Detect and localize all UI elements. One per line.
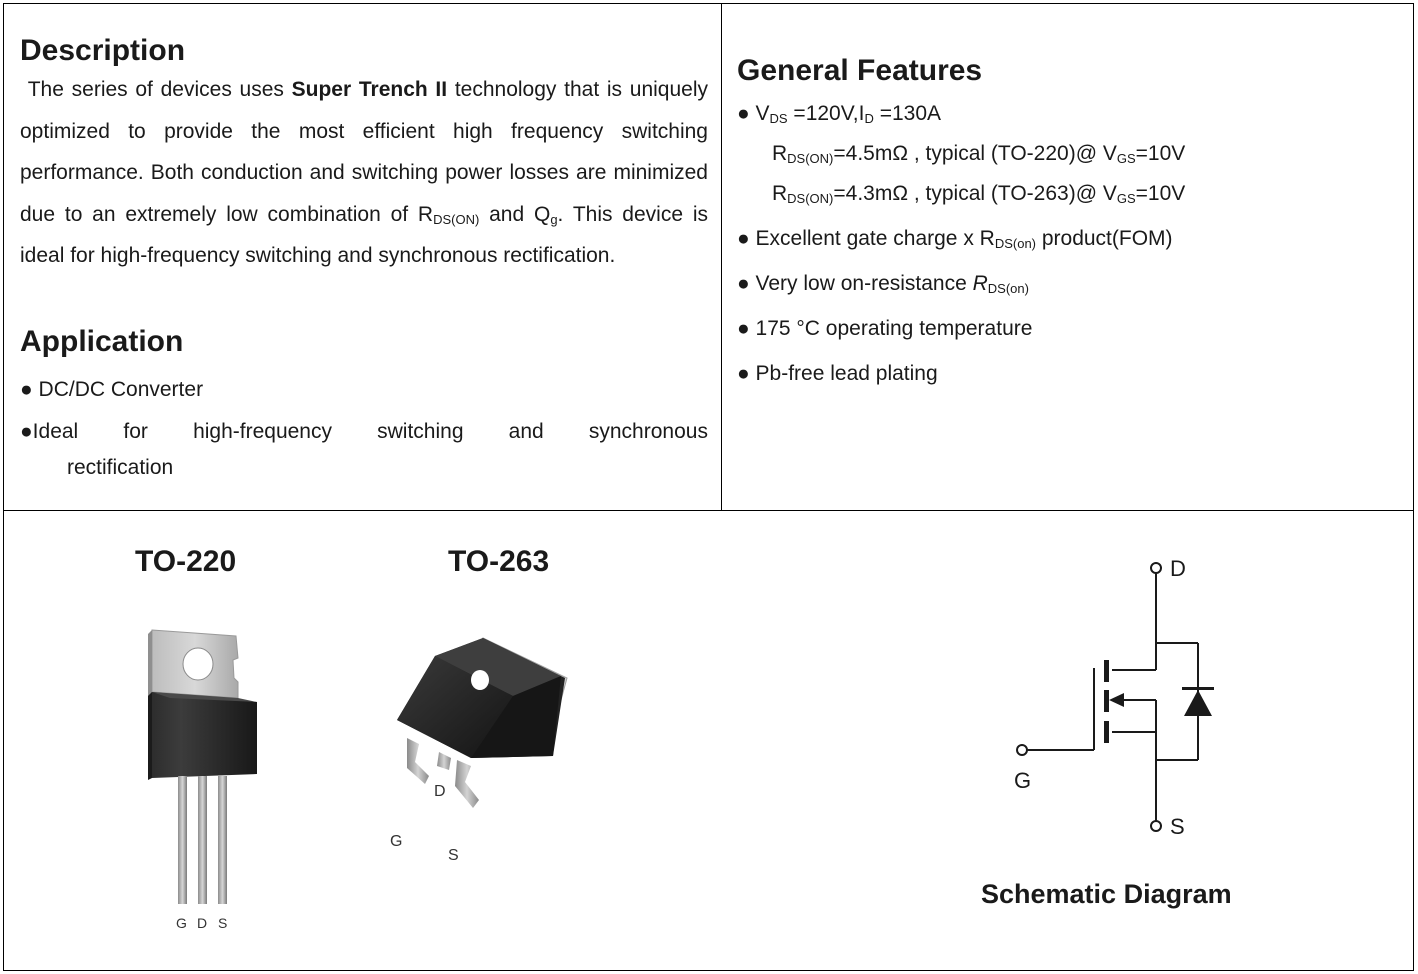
application-item-ideal: ●Ideal for high-frequency switching and … <box>20 420 708 443</box>
features-title: General Features <box>737 54 983 87</box>
feature-rdson-to220: RDS(ON)=4.5mΩ , typical (TO-220)@ VGS=10… <box>772 142 1186 166</box>
feature-vds-id: ● VDS =120V,ID =130A <box>737 102 942 126</box>
to263-title: TO-263 <box>448 545 550 578</box>
to220-package-image: G D S <box>148 629 257 931</box>
source-terminal <box>1150 820 1162 832</box>
feature-temperature: ● 175 °C operating temperature <box>737 317 1033 340</box>
features-section: General Features ● VDS =120V,ID =130A RD… <box>737 54 1397 389</box>
body-arrow <box>1109 693 1124 707</box>
schematic-label-g: G <box>1014 768 1031 793</box>
description-title: Description <box>20 34 186 67</box>
to263-pin-g: G <box>390 833 402 850</box>
to220-title: TO-220 <box>135 545 237 578</box>
to263-package-image: D G S <box>390 637 568 864</box>
to263-pin-s: S <box>448 847 459 864</box>
vertical-divider <box>721 3 722 511</box>
application-title: Application <box>20 325 184 358</box>
application-section: Application ● DC/DC Converter ●Ideal for… <box>20 325 708 483</box>
application-item-dcdc: ● DC/DC Converter <box>20 378 204 401</box>
gate-terminal <box>1016 744 1028 756</box>
schematic-label-s: S <box>1170 814 1185 839</box>
diode-symbol <box>1184 690 1212 716</box>
to263-pin-d: D <box>434 783 446 800</box>
to220-pin-d: D <box>197 915 207 931</box>
description-section: Description The series of devices uses S… <box>20 34 708 277</box>
feature-pb-free: ● Pb-free lead plating <box>737 362 938 385</box>
mosfet-schematic: D G S <box>1014 556 1214 839</box>
horizontal-divider <box>3 510 1414 511</box>
feature-gate-charge: ● Excellent gate charge x RDS(on) produc… <box>737 227 1173 251</box>
feature-on-resistance: ● Very low on-resistance RDS(on) <box>737 272 1029 296</box>
schematic-label-d: D <box>1170 556 1186 581</box>
description-paragraph: The series of devices uses Super Trench … <box>20 78 708 267</box>
application-item-ideal-cont: rectification <box>67 456 174 479</box>
to220-pin-s: S <box>218 915 227 931</box>
page-frame <box>3 3 1414 971</box>
technology-name: Super Trench II <box>291 78 448 101</box>
schematic-title: Schematic Diagram <box>981 879 1232 909</box>
to220-pin-g: G <box>176 915 187 931</box>
feature-rdson-to263: RDS(ON)=4.3mΩ , typical (TO-263)@ VGS=10… <box>772 182 1186 206</box>
drain-terminal <box>1150 562 1162 574</box>
